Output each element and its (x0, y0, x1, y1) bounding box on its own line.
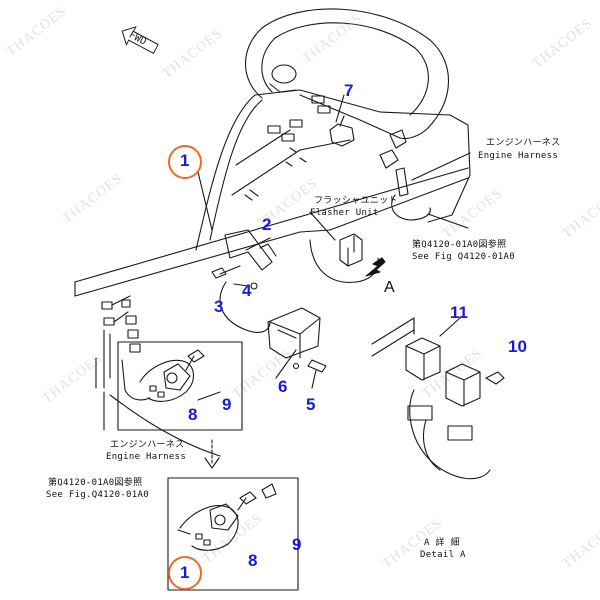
engine-harness-en-bottom: Engine Harness (106, 452, 187, 462)
callout-8-detail: 8 (248, 551, 258, 570)
callout-2: 2 (262, 215, 272, 234)
see-fig-jp-left: 第Q4120-01A0図参照 (48, 478, 143, 488)
harness-bar (74, 167, 469, 297)
callout-7: 7 (344, 81, 354, 100)
callout-10: 10 (508, 337, 527, 356)
engine-harness-loop (309, 239, 379, 283)
callout-3: 3 (214, 297, 224, 316)
detail-a-view (371, 317, 505, 480)
highlight-ring (168, 556, 202, 590)
flasher-unit-jp: フラッシャユニット (314, 196, 398, 206)
detail-a-en: Detail A (420, 550, 466, 560)
engine-harness-en-top: Engine Harness (478, 151, 559, 161)
callout-4: 4 (242, 281, 252, 300)
callout-5: 5 (306, 395, 316, 414)
detail-a-letter: A (384, 279, 395, 296)
highlight-ring (168, 145, 202, 179)
steering-wheel (244, 8, 449, 140)
engine-harness-jp-top: エンジンハーネス (486, 138, 561, 148)
bracket-assembly (211, 229, 277, 333)
callout-1-detail: 1 (180, 563, 190, 582)
callout-9-detail: 9 (292, 535, 302, 554)
engine-harness-lower (109, 394, 221, 457)
detail-a-jp: A 詳 細 (424, 538, 460, 548)
see-fig-en-left: See Fig.Q4120-01A0 (46, 490, 149, 500)
horn-box-bottom (167, 477, 299, 591)
see-fig-en-right: See Fig Q4120-01A0 (412, 252, 515, 262)
fwd-arrow-icon (121, 26, 159, 55)
engine-harness-jp-bottom: エンジンハーネス (110, 440, 185, 450)
flasher-unit-en: Flasher Unit (310, 208, 379, 218)
relay-module (267, 307, 327, 389)
callout-11: 11 (450, 303, 468, 322)
dashboard (195, 89, 471, 251)
flasher-unit (309, 211, 363, 267)
callout-8: 8 (188, 405, 198, 424)
callout-6: 6 (278, 377, 288, 396)
detail-a-arrow (365, 257, 386, 277)
callout-9: 9 (222, 395, 232, 414)
horn-box-top (117, 341, 243, 431)
see-fig-jp-right: 第Q4120-01A0図参照 (412, 240, 507, 250)
fwd-marker: FWD (115, 20, 163, 61)
callout-1: 1 (180, 151, 190, 170)
left-connectors (95, 295, 151, 401)
